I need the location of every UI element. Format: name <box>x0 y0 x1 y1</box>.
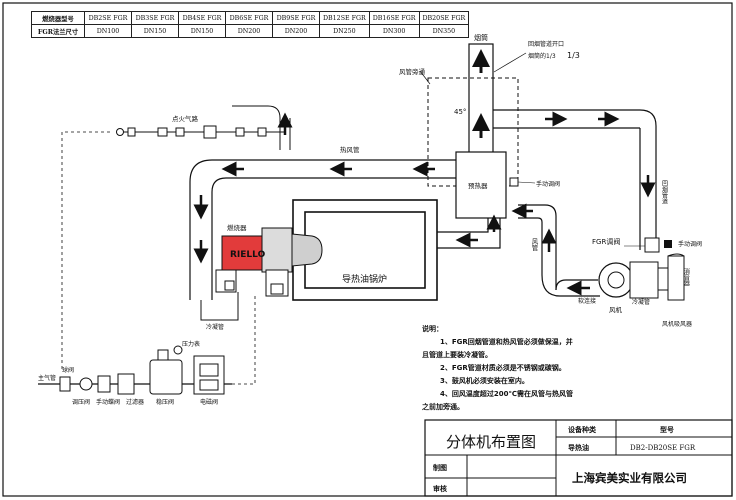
ignition-gas-label: 点火气路 <box>172 114 199 123</box>
main-gas-label: 主气管 <box>38 374 56 382</box>
spec-cell: DN350 <box>418 24 470 38</box>
return-ratio-label: 烟筒的1/3 <box>528 52 556 60</box>
notes-heading: 说明： <box>422 325 443 333</box>
note-line: 1、FGR回烟管道和热风管必须做保温，并 <box>440 338 573 346</box>
fgr-valve <box>644 237 660 253</box>
cooling-pipe <box>200 292 239 321</box>
leader-line <box>493 52 527 73</box>
gas-train <box>38 345 232 395</box>
hot-air-pipe-inner <box>211 177 456 300</box>
fan-intake-label: 风机吸风器 <box>662 320 692 328</box>
preheater <box>455 151 507 219</box>
air-bypass-box <box>427 77 519 187</box>
chimney-label: 烟筒 <box>474 33 488 42</box>
note-line: 且管道上要装冷凝管。 <box>422 351 492 359</box>
fgr-valve-label: FGR调阀 <box>592 237 620 246</box>
gas-item-label: 稳压阀 <box>156 398 174 406</box>
device-type-value: 导热油 <box>568 443 589 452</box>
gas-item-label: 调压阀 <box>72 398 90 406</box>
control-line <box>230 296 256 385</box>
notes: 说明： 1、FGR回烟管道和热风管必须做保温，并 且管道上要装冷凝管。 2、FG… <box>422 323 632 414</box>
fan-label: 风机 <box>609 305 623 314</box>
note-line: 3、鼓风机必须安装在室内。 <box>440 377 529 385</box>
air-pipe-inner <box>518 217 600 297</box>
spec-row-size: FGR法兰尺寸 DN100 DN150 DN150 DN200 DN200 DN… <box>31 24 470 38</box>
manual-valve-top-label: 手动调阀 <box>536 180 560 188</box>
cooling-pipe-label: 冷凝管 <box>206 323 224 331</box>
muffler-label: 消音器 <box>683 267 690 287</box>
drawn-label: 制图 <box>433 463 447 472</box>
soft-joint-label: 软连接 <box>578 297 596 305</box>
ratio-value: 1/3 <box>567 51 580 60</box>
company-name: 上海宾美实业有限公司 <box>572 471 687 485</box>
fan <box>598 253 685 301</box>
model-label: 型号 <box>660 425 674 434</box>
model-value: DB2-DB20SE FGR <box>630 444 696 452</box>
gas-item-label: 过滤器 <box>126 398 144 406</box>
title-block <box>424 419 733 497</box>
boiler-outlet-pipe <box>437 218 501 249</box>
chimney <box>468 43 494 155</box>
manual-valve-top <box>509 177 519 187</box>
air-bypass-label: 风管旁通 <box>399 67 426 76</box>
spec-table: 燃烧器型号 DB2SE FGR DB3SE FGR DB4SE FGR DB6S… <box>31 11 470 38</box>
angle-label: 45° <box>454 108 466 116</box>
return-position-label: 回烟管道开口 <box>528 40 564 48</box>
return-pipe-label: 回烟管道 <box>661 180 668 205</box>
preheater-label: 预热器 <box>468 181 488 190</box>
manual-valve-right <box>664 240 672 248</box>
device-type-label: 设备种类 <box>568 425 597 434</box>
note-line: 2、FGR管道材质必须是不锈钢或碳钢。 <box>440 364 566 372</box>
hot-air-pipe-label: 热风管 <box>340 145 360 154</box>
boiler <box>292 199 438 301</box>
hot-air-pipe <box>189 159 456 300</box>
spec-row-model: 燃烧器型号 DB2SE FGR DB3SE FGR DB4SE FGR DB6S… <box>31 11 470 25</box>
spec-cell: DN150 <box>178 24 226 38</box>
ball-valve-label: 球阀 <box>62 366 74 374</box>
review-label: 审核 <box>433 484 447 493</box>
air-pipe <box>518 204 557 290</box>
pressure-gauge-label: 压力表 <box>182 340 200 348</box>
gas-item-label: 手动蝶阀 <box>96 398 120 406</box>
gas-item-label: 电磁阀 <box>200 398 218 406</box>
spec-cell: DN200 <box>272 24 320 38</box>
control-line <box>61 131 110 370</box>
air-pipe-inner <box>555 279 598 291</box>
boiler-outlet-pipe <box>437 218 489 233</box>
burner-brand: RIELLO <box>230 250 266 260</box>
return-flue-pipe <box>493 109 657 250</box>
note-line: 4、回风温度超过200℃需在风管与热风管 <box>440 390 573 398</box>
spec-cell: DN150 <box>131 24 179 38</box>
note-line: 之前加旁通。 <box>422 403 464 411</box>
ignition-gas-line <box>116 125 285 139</box>
air-pipe-label: 风管 <box>530 238 538 253</box>
burner <box>215 227 323 297</box>
leader-line <box>419 70 431 85</box>
drawing-title: 分体机布置图 <box>446 433 536 451</box>
boiler-label: 导热油锅炉 <box>342 273 387 285</box>
cold-condenser-label: 冷凝管 <box>632 298 650 306</box>
leader-line <box>517 181 536 184</box>
burner-label: 燃烧器 <box>227 223 247 232</box>
manual-valve-right-label: 手动调阀 <box>678 240 702 248</box>
